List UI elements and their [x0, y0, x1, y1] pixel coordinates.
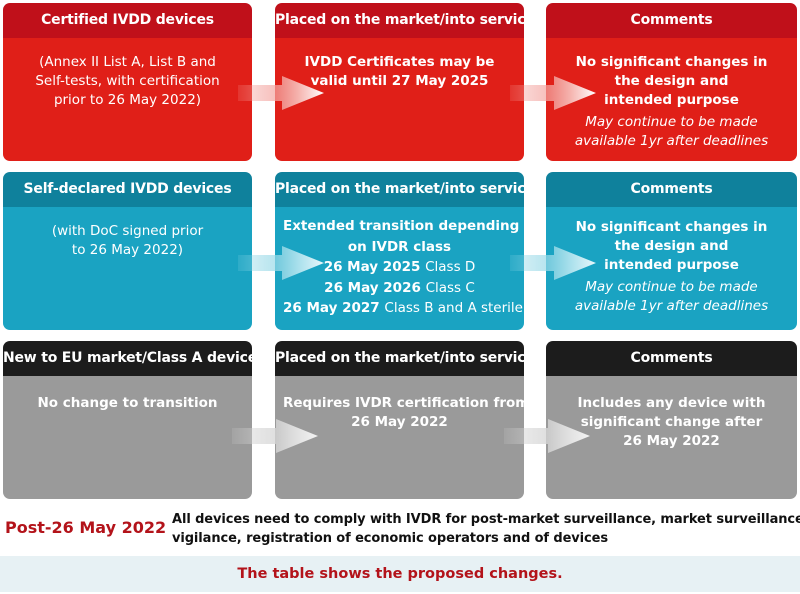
self-declared-comments-header: Comments — [546, 172, 797, 207]
date-row-class-d: 26 May 2025 Class D — [323, 259, 476, 275]
new-eu-desc: No change to transition — [37, 395, 218, 411]
certified-placed-box: Placed on the market/into service IVDD C… — [275, 3, 524, 161]
date-row-class-b: 26 May 2027 Class B and A sterile — [283, 300, 523, 316]
footer-caption: The table shows the proposed changes. — [0, 556, 800, 592]
self-declared-placed-desc: Extended transition depending on IVDR cl… — [275, 216, 524, 319]
certified-placed-header: Placed on the market/into service — [275, 3, 524, 38]
new-eu-box: New to EU market/Class A devices No chan… — [3, 341, 252, 499]
certified-placed-desc: IVDD Certificates may be valid until 27 … — [304, 54, 495, 89]
self-declared-placed-header: Placed on the market/into service — [275, 172, 524, 207]
certified-comments-header: Comments — [546, 3, 797, 38]
self-declared-desc: (with DoC signed prior to 26 May 2022) — [51, 223, 204, 258]
arrow-right-icon — [238, 246, 324, 280]
self-declared-header: Self-declared IVDD devices — [3, 172, 252, 207]
new-eu-comments-desc: Includes any device with significant cha… — [577, 395, 766, 449]
arrow-right-icon — [510, 76, 596, 110]
new-eu-comments-header: Comments — [546, 341, 797, 376]
date-row-class-c: 26 May 2026 Class C — [324, 279, 475, 296]
new-eu-placed-header: Placed on the market/into service — [275, 341, 524, 376]
arrow-right-icon — [510, 246, 596, 280]
new-eu-placed-box: Placed on the market/into service Requir… — [275, 341, 524, 499]
self-declared-comments-desc: No significant changes in the design and… — [574, 219, 769, 314]
post-deadline-text: All devices need to comply with IVDR for… — [172, 512, 800, 546]
certified-ivdd-box: Certified IVDD devices (Annex II List A,… — [3, 3, 252, 161]
self-declared-placed-box: Placed on the market/into service Extend… — [275, 172, 524, 330]
arrow-right-icon — [504, 419, 590, 453]
certified-ivdd-header: Certified IVDD devices — [3, 3, 252, 38]
arrow-right-icon — [232, 419, 318, 453]
certified-comments-box: Comments No significant changes in the d… — [546, 3, 797, 161]
new-eu-comments-box: Comments Includes any device with signif… — [546, 341, 797, 499]
self-declared-box: Self-declared IVDD devices (with DoC sig… — [3, 172, 252, 330]
certified-ivdd-desc: (Annex II List A, List B and Self-tests,… — [35, 54, 220, 108]
new-eu-placed-desc: Requires IVDR certification from 26 May … — [283, 395, 524, 430]
self-declared-comments-box: Comments No significant changes in the d… — [546, 172, 797, 330]
new-eu-header: New to EU market/Class A devices — [3, 341, 252, 376]
certified-comments-desc: No significant changes in the design and… — [574, 54, 769, 149]
arrow-right-icon — [238, 76, 324, 110]
post-deadline-label: Post-26 May 2022 — [5, 518, 167, 537]
